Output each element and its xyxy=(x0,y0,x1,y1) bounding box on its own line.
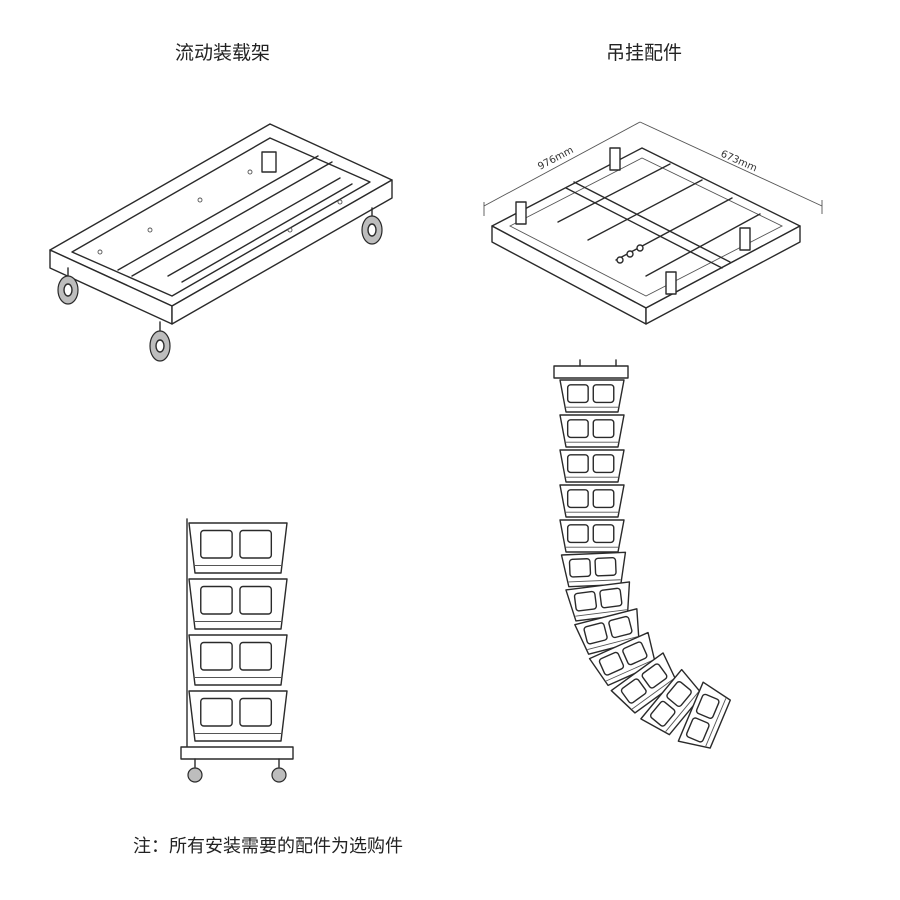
array-cabinet xyxy=(559,519,625,553)
footnote: 注：所有安装需要的配件为选购件 xyxy=(133,836,403,857)
array-cabinet xyxy=(565,581,631,622)
curved-array-drawing xyxy=(553,359,732,749)
stack-cart xyxy=(180,746,294,783)
cart-frame xyxy=(49,123,393,325)
array-cabinet xyxy=(560,551,627,588)
length-dimension: 976mm xyxy=(536,145,575,173)
rigging-frame-drawing: 976mm 673mm xyxy=(483,121,823,325)
rigging-frame-title: 吊挂配件 xyxy=(606,42,683,64)
stacked-cabinet xyxy=(188,690,288,742)
array-cabinet xyxy=(559,379,625,413)
array-cabinet xyxy=(559,449,625,483)
stacked-cabinet xyxy=(188,522,288,574)
stacked-cabinet xyxy=(188,578,288,630)
array-cabinet xyxy=(559,414,625,448)
curved-array-cabinets xyxy=(559,379,732,749)
array-cabinet xyxy=(559,484,625,518)
stacked-cabinets xyxy=(186,518,288,748)
stacked-array-drawing xyxy=(180,518,294,783)
array-top-frame xyxy=(553,359,629,379)
rigging-lugs xyxy=(515,147,751,295)
array-cabinet xyxy=(677,681,732,749)
caster-wheels xyxy=(57,207,383,362)
array-cabinet xyxy=(574,608,640,655)
frame-body xyxy=(491,147,801,325)
array-cabinet xyxy=(610,652,678,714)
stacked-cabinet xyxy=(188,634,288,686)
flight-cart-drawing xyxy=(49,123,393,362)
array-cabinet xyxy=(640,668,704,736)
flight-cart-title: 流动装载架 xyxy=(175,42,271,64)
